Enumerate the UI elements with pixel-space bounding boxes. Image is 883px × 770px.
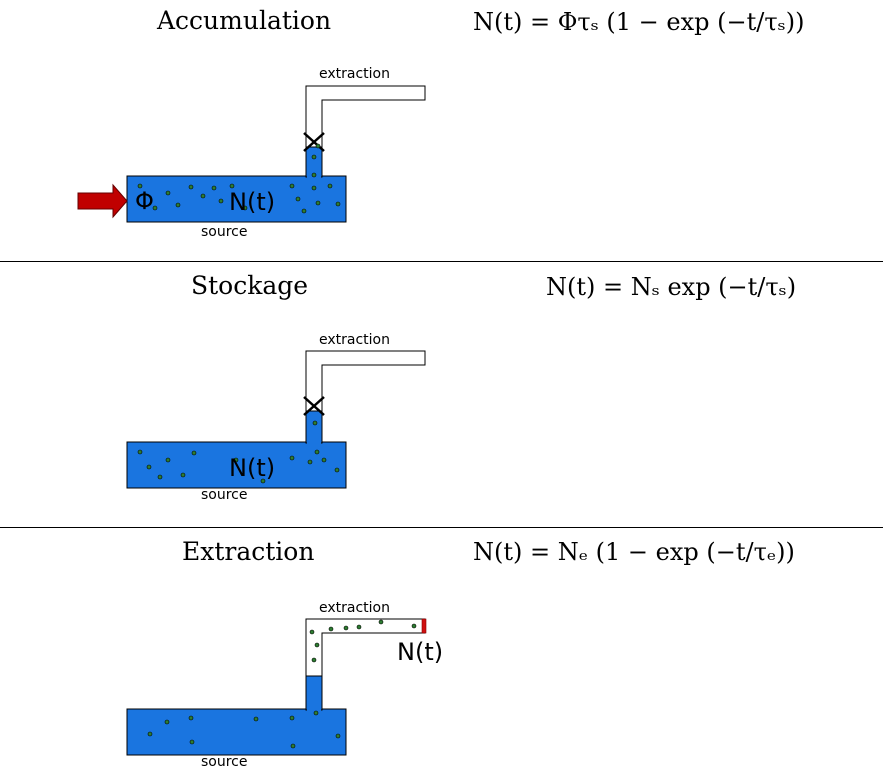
valve-closed-icon: [303, 396, 325, 416]
formula-stockage: N(t) = Nₛ exp (−t/τₛ): [546, 273, 797, 301]
particles: [137, 420, 340, 484]
source-tank: [126, 708, 347, 756]
label-source: source: [201, 487, 248, 503]
extraction-pipe: [305, 85, 426, 147]
separator-1: [0, 261, 883, 262]
input-arrow-icon: [77, 183, 128, 219]
particles: [147, 619, 417, 749]
particles: [137, 143, 341, 214]
label-n: N(t): [397, 638, 443, 666]
panel-title-stockage: Stockage: [191, 271, 309, 300]
label-source: source: [201, 754, 248, 770]
label-extraction: extraction: [319, 66, 390, 82]
formula-extraction: N(t) = Nₑ (1 − exp (−t/τₑ)): [473, 538, 795, 566]
diagram-accumulation: extraction source Φ N(t): [77, 66, 426, 240]
label-n: N(t): [229, 188, 275, 216]
label-source: source: [201, 224, 248, 240]
vertical-pipe-filled: [305, 675, 323, 711]
label-n: N(t): [229, 454, 275, 482]
label-extraction: extraction: [319, 600, 390, 616]
source-tank: [126, 175, 347, 223]
label-phi: Φ: [135, 187, 154, 215]
detector: [421, 618, 427, 634]
panel-title-extraction: Extraction: [182, 537, 315, 566]
source-tank: [126, 441, 347, 489]
valve-closed-icon: [303, 132, 325, 152]
separator-2: [0, 527, 883, 528]
label-extraction: extraction: [319, 332, 390, 348]
formula-accumulation: N(t) = Φτₛ (1 − exp (−t/τₛ)): [473, 8, 805, 36]
panel-title-accumulation: Accumulation: [157, 6, 332, 35]
